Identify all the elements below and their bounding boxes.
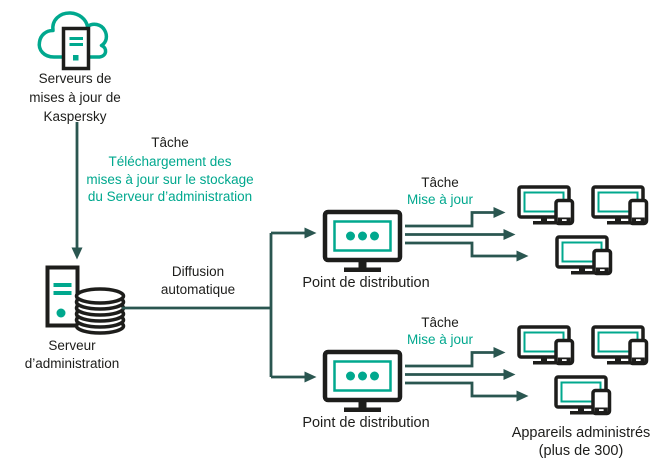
kaspersky-update-servers-label: Serveurs de mises à jour de Kaspersky — [29, 71, 121, 124]
download-task-description: Téléchargement des mises à jour sur le s… — [86, 154, 254, 204]
update-task-bottom-description: Mise à jour — [406, 332, 474, 347]
managed-device-icon — [554, 375, 612, 417]
managed-devices-label: Appareils administrés (plus de 300) — [511, 425, 651, 459]
update-task-top-title: Tâche — [421, 175, 459, 190]
kaspersky-cloud-servers-icon — [37, 11, 109, 71]
connector-update-arrows-bottom — [405, 347, 529, 402]
connector-diffusion-branch — [122, 227, 317, 383]
managed-device-icon — [591, 185, 649, 227]
connector-update-arrows-top — [405, 207, 529, 262]
managed-device-icon — [517, 185, 575, 227]
download-task-title: Tâche — [151, 135, 189, 150]
administration-server-icon — [45, 265, 126, 335]
disk-stack-icon — [74, 287, 126, 335]
distribution-point-bottom-icon — [325, 352, 400, 412]
administration-server-label: Serveur d’administration — [24, 338, 120, 371]
update-task-top-description: Mise à jour — [406, 192, 474, 207]
distribution-point-top-label: Point de distribution — [302, 275, 430, 291]
distribution-point-bottom-label: Point de distribution — [302, 415, 430, 431]
managed-device-icon — [555, 235, 613, 277]
managed-device-icon — [517, 325, 575, 367]
distribution-point-top-icon — [325, 212, 400, 272]
automatic-diffusion-label: Diffusion automatique — [160, 264, 236, 297]
managed-device-icon — [591, 325, 649, 367]
update-task-bottom-title: Tâche — [421, 315, 459, 330]
